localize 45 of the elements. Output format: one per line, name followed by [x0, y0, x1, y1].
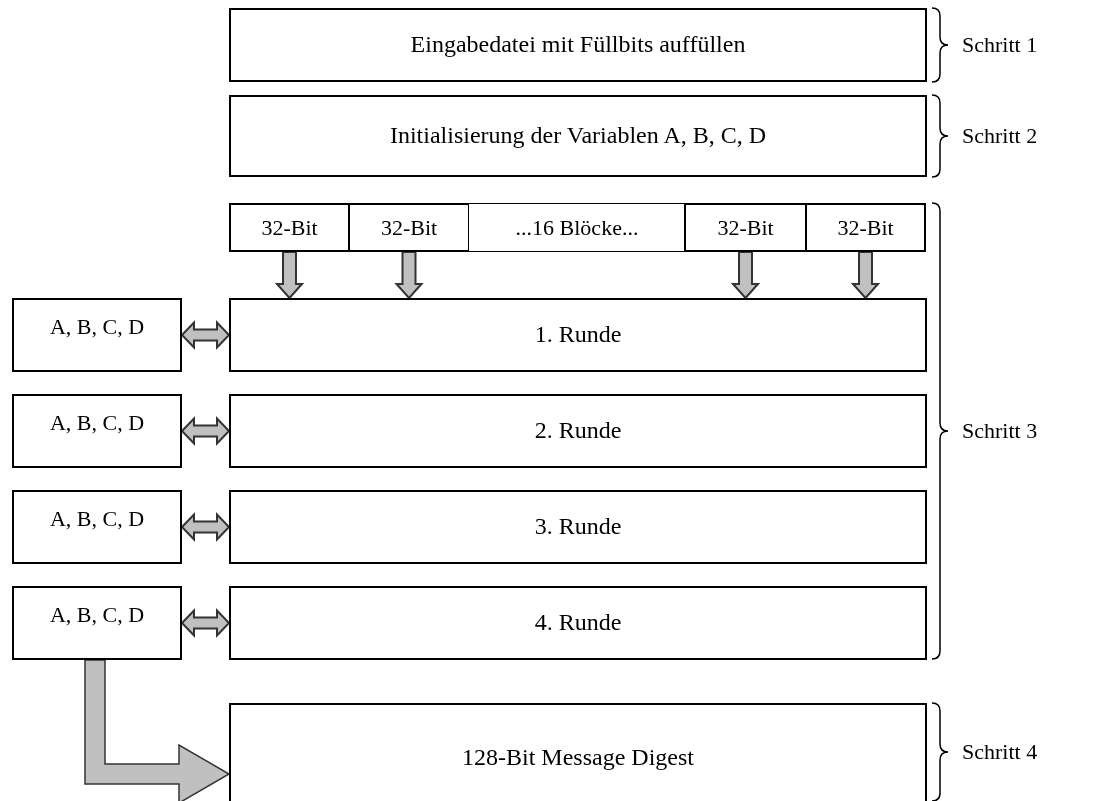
box-label: 128-Bit Message Digest — [462, 744, 694, 772]
box-label: A, B, C, D — [49, 602, 145, 628]
process-box — [12, 298, 182, 372]
process-box — [229, 8, 927, 82]
block-arrow — [180, 512, 231, 542]
box-label: A, B, C, D — [49, 314, 145, 340]
process-box — [684, 203, 807, 252]
process-box — [229, 490, 927, 564]
process-box — [229, 95, 927, 177]
box-label: 4. Runde — [534, 609, 622, 637]
process-box — [229, 586, 927, 660]
process-box — [229, 394, 927, 468]
process-box — [805, 203, 926, 252]
step-label: Schritt 3 — [962, 418, 1038, 444]
block-arrow — [850, 251, 881, 300]
box-label: 3. Runde — [534, 513, 622, 541]
process-box — [348, 203, 470, 252]
box-label: 32-Bit — [837, 214, 894, 241]
box-label: A, B, C, D — [49, 410, 145, 436]
block-arrow — [180, 608, 231, 638]
process-box — [468, 203, 686, 252]
process-box — [229, 203, 350, 252]
block-arrow — [180, 320, 231, 350]
process-box — [229, 298, 927, 372]
box-label: ...16 Blöcke... — [515, 214, 639, 241]
block-arrow — [84, 659, 231, 801]
box-label: 32-Bit — [717, 214, 774, 241]
block-arrow — [274, 251, 305, 300]
block-arrow — [730, 251, 761, 300]
box-label: 32-Bit — [380, 214, 438, 241]
process-box — [229, 703, 927, 801]
step-label: Schritt 1 — [962, 32, 1038, 58]
process-box — [12, 394, 182, 468]
box-label: Initialisierung der Variablen A, B, C, D — [389, 122, 767, 150]
box-label: 2. Runde — [534, 417, 622, 445]
block-arrow — [180, 416, 231, 446]
step-label: Schritt 2 — [962, 123, 1038, 149]
step-label: Schritt 4 — [962, 739, 1038, 765]
box-label: 1. Runde — [534, 321, 622, 349]
process-box — [12, 490, 182, 564]
box-label: Eingabedatei mit Füllbits auffüllen — [410, 31, 746, 59]
block-arrow — [394, 251, 424, 300]
box-label: 32-Bit — [261, 214, 318, 241]
box-label: A, B, C, D — [49, 506, 145, 532]
process-box — [12, 586, 182, 660]
